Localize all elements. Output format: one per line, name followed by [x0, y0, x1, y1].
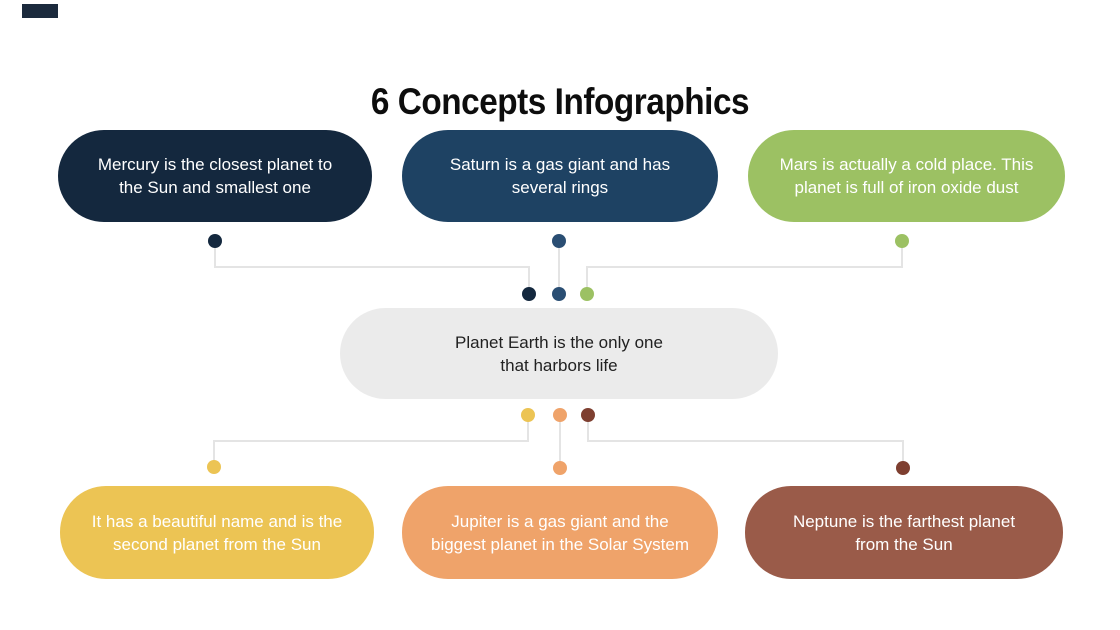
mercury-dot	[208, 234, 222, 248]
mars-dot	[895, 234, 909, 248]
concept-text-jupiter: Jupiter is a gas giant and the biggest p…	[431, 511, 689, 554]
venus-dot	[207, 460, 221, 474]
concept-text-venus: It has a beautiful name and is the secon…	[91, 511, 343, 554]
concept-pill-saturn: Saturn is a gas giant and has several ri…	[402, 130, 718, 222]
concept-pill-mars: Mars is actually a cold place. This plan…	[748, 130, 1065, 222]
concept-text-mercury: Mercury is the closest planet to the Sun…	[97, 155, 333, 197]
concept-text-earth: Planet Earth is the only one that harbor…	[455, 332, 663, 375]
venus-connector	[213, 415, 529, 467]
page-title: 6 Concepts Infographics	[370, 80, 750, 122]
concept-pill-venus: It has a beautiful name and is the secon…	[60, 486, 374, 579]
neptune-connector	[587, 415, 904, 468]
concept-pill-jupiter: Jupiter is a gas giant and the biggest p…	[402, 486, 718, 579]
earth-dot-below-2	[553, 408, 567, 422]
concept-text-neptune: Neptune is the farthest planet from the …	[792, 511, 1016, 554]
concept-pill-earth: Planet Earth is the only one that harbor…	[340, 308, 778, 399]
concept-text-saturn: Saturn is a gas giant and has several ri…	[449, 155, 671, 197]
mercury-connector	[214, 241, 530, 294]
concept-text-mars: Mars is actually a cold place. This plan…	[779, 155, 1034, 197]
earth-dot-above-3	[580, 287, 594, 301]
earth-dot-above-2	[552, 287, 566, 301]
earth-dot-below-3	[581, 408, 595, 422]
corner-decoration	[22, 4, 58, 18]
concept-pill-neptune: Neptune is the farthest planet from the …	[745, 486, 1063, 579]
jupiter-dot	[553, 461, 567, 475]
saturn-dot	[552, 234, 566, 248]
earth-dot-below-1	[521, 408, 535, 422]
neptune-dot	[896, 461, 910, 475]
mars-connector	[586, 241, 903, 294]
earth-dot-above-1	[522, 287, 536, 301]
concept-pill-mercury: Mercury is the closest planet to the Sun…	[58, 130, 372, 222]
